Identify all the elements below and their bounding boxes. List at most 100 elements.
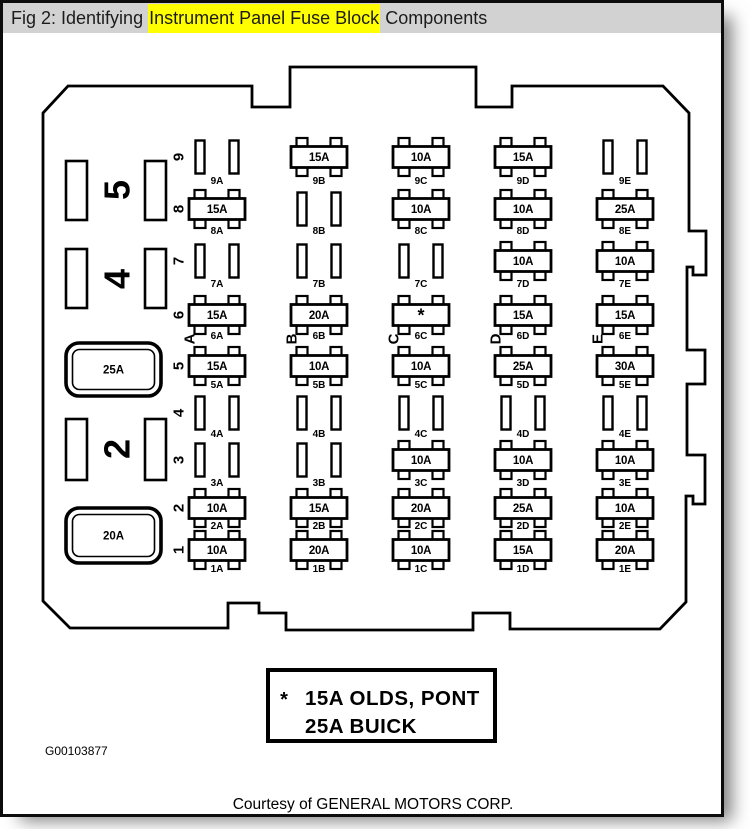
fuse-asterisk-6C: * xyxy=(417,306,424,326)
pos-label-3D: 3D xyxy=(517,478,530,489)
caption-highlight: Instrument Panel Fuse Block xyxy=(148,3,381,33)
fuse-amp-9C: 10A xyxy=(411,152,431,164)
legend-box: * 15A OLDS, PONT 25A BUICK xyxy=(266,668,497,743)
pos-label-1C: 1C xyxy=(415,564,428,575)
fuse-6A: 15A xyxy=(187,294,247,336)
fuse-2B: 15A xyxy=(289,487,349,529)
pos-label-5D: 5D xyxy=(517,380,530,391)
fuse-amp-8E: 25A xyxy=(615,204,635,216)
left-position-number-2: 2 xyxy=(97,439,138,459)
pos-label-2C: 2C xyxy=(415,521,428,532)
row-number-7: 7 xyxy=(171,257,188,265)
fuse-1C: 10A xyxy=(391,529,451,571)
fuse-amp-6B: 20A xyxy=(309,310,329,322)
caption-suffix: Components xyxy=(380,7,488,28)
fuse-6C: * xyxy=(391,294,451,336)
fuse-7D: 10A xyxy=(493,240,553,282)
pos-label-1D: 1D xyxy=(517,564,530,575)
slot-4E xyxy=(602,395,648,431)
pos-label-2E: 2E xyxy=(619,521,632,532)
fuse-3E: 10A xyxy=(595,439,655,481)
pos-label-3B: 3B xyxy=(313,478,326,489)
pos-label-4E: 4E xyxy=(619,429,632,440)
fuse-3C: 10A xyxy=(391,439,451,481)
pos-label-7D: 7D xyxy=(517,279,530,290)
slot-9A xyxy=(194,139,240,175)
fuse-amp-8A: 15A xyxy=(207,204,227,216)
row-number-2: 2 xyxy=(171,504,188,512)
fuse-amp-5E: 30A xyxy=(615,361,635,373)
pos-label-7E: 7E xyxy=(619,279,632,290)
legend-line2: 25A BUICK xyxy=(305,715,417,738)
pos-label-7A: 7A xyxy=(211,279,224,290)
column-letter-E: E xyxy=(590,334,607,344)
row-number-3: 3 xyxy=(171,456,188,464)
slot-4A xyxy=(194,395,240,431)
slot-8B xyxy=(296,191,342,227)
fuse-7E: 10A xyxy=(595,240,655,282)
column-letter-C: C xyxy=(386,333,403,344)
slot-4D xyxy=(500,395,546,431)
pos-label-2A: 2A xyxy=(211,521,224,532)
pos-label-6C: 6C xyxy=(415,331,428,342)
left-position-number-5: 5 xyxy=(97,180,138,200)
fuse-1B: 20A xyxy=(289,529,349,571)
pos-label-9C: 9C xyxy=(415,176,428,187)
pos-label-2D: 2D xyxy=(517,521,530,532)
fuse-amp-6D: 15A xyxy=(513,310,533,322)
fuse-amp-5B: 10A xyxy=(309,361,329,373)
fuse-5D: 25A xyxy=(493,345,553,387)
fuse-1D: 15A xyxy=(493,529,553,571)
pos-label-1E: 1E xyxy=(619,564,632,575)
slot-7C xyxy=(398,243,444,279)
row-number-5: 5 xyxy=(171,362,188,370)
slot-3B xyxy=(296,442,342,478)
fuse-amp-1A: 10A xyxy=(207,545,227,557)
fuse-amp-6A: 15A xyxy=(207,310,227,322)
pos-label-9B: 9B xyxy=(313,176,326,187)
fuse-5A: 15A xyxy=(187,345,247,387)
fuse-2C: 20A xyxy=(391,487,451,529)
legend-asterisk-icon: * xyxy=(280,689,288,711)
fuse-amp-3E: 10A xyxy=(615,455,635,467)
fuse-6D: 15A xyxy=(493,294,553,336)
fuse-amp-3D: 10A xyxy=(513,455,533,467)
fuse-5C: 10A xyxy=(391,345,451,387)
pos-label-5E: 5E xyxy=(619,380,632,391)
slot-4B xyxy=(296,395,342,431)
fuse-1A: 10A xyxy=(187,529,247,571)
fuse-amp-6E: 15A xyxy=(615,310,635,322)
fuse-amp-1B: 20A xyxy=(309,545,329,557)
fuse-amp-1E: 20A xyxy=(615,545,635,557)
figure-caption-bar: Fig 2: Identifying Instrument Panel Fuse… xyxy=(3,3,721,33)
fuse-amp-2E: 10A xyxy=(615,503,635,515)
pos-label-2B: 2B xyxy=(313,521,326,532)
pos-label-7B: 7B xyxy=(313,279,326,290)
slot-7B xyxy=(296,243,342,279)
pos-label-4D: 4D xyxy=(517,429,530,440)
left-breaker-label-25A: 25A xyxy=(103,365,124,377)
fuse-amp-2D: 25A xyxy=(513,503,533,515)
pos-label-1A: 1A xyxy=(211,564,224,575)
slot-7A xyxy=(194,243,240,279)
pos-label-6D: 6D xyxy=(517,331,530,342)
fuse-9C: 10A xyxy=(391,136,451,178)
left-position-number-4: 4 xyxy=(97,269,138,289)
pos-label-3C: 3C xyxy=(415,478,428,489)
fuse-5B: 10A xyxy=(289,345,349,387)
fuse-amp-2A: 10A xyxy=(207,503,227,515)
fuse-8C: 10A xyxy=(391,188,451,230)
fuse-6E: 15A xyxy=(595,294,655,336)
fuse-2D: 25A xyxy=(493,487,553,529)
pos-label-8C: 8C xyxy=(415,226,428,237)
pos-label-5B: 5B xyxy=(313,380,326,391)
fuse-amp-1D: 15A xyxy=(513,545,533,557)
courtesy-text: Courtesy of GENERAL MOTORS CORP. xyxy=(233,796,514,813)
slot-4C xyxy=(398,395,444,431)
pos-label-4B: 4B xyxy=(313,429,326,440)
pos-label-1B: 1B xyxy=(313,564,326,575)
